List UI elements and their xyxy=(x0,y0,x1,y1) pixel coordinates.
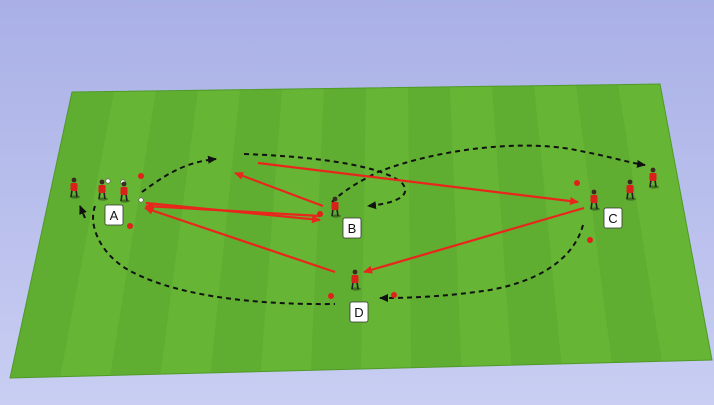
station-label-a: A xyxy=(104,204,124,226)
player-figure-icon xyxy=(98,179,108,201)
cone-marker-icon xyxy=(138,173,144,179)
pitch-stripe xyxy=(408,86,462,368)
pitch-edge xyxy=(9,83,713,379)
station-b-label: B xyxy=(348,221,357,236)
station-a-label: A xyxy=(110,208,119,223)
pass-arrow-d-to-a xyxy=(144,206,336,274)
ball-icon xyxy=(138,197,144,203)
label-box xyxy=(603,207,623,229)
player-figure-icon xyxy=(331,196,341,218)
station-label-b: B xyxy=(342,217,362,239)
pitch-stripe xyxy=(110,90,198,376)
pitch-stripe xyxy=(310,88,366,371)
pass-arrow-b-to-a xyxy=(145,202,321,218)
player-figure-icon xyxy=(70,177,80,199)
cone-marker-icon xyxy=(127,223,133,229)
cone-marker-icon xyxy=(317,211,323,217)
label-box xyxy=(349,301,369,323)
pitch-stripe xyxy=(10,91,114,378)
cone-marker-icon xyxy=(328,293,334,299)
ball-icon xyxy=(105,178,111,184)
pass-arrow-c-to-d xyxy=(363,206,585,274)
run-path-c-to-d xyxy=(379,224,584,302)
pass-arrow-top-to-c xyxy=(257,161,579,206)
players xyxy=(70,167,659,291)
player-figure-icon xyxy=(351,269,361,291)
player-figure-icon xyxy=(120,181,130,203)
player-figure-icon xyxy=(649,167,659,189)
cone-marker-icon xyxy=(587,237,593,243)
run-path-a-to-d xyxy=(92,205,336,306)
station-d-label: D xyxy=(354,305,363,320)
pass-arrows xyxy=(144,161,585,274)
player-figure-icon xyxy=(590,189,600,211)
station-label-d: D xyxy=(349,301,369,323)
cone-marker-icon xyxy=(391,292,397,298)
station-c-label: C xyxy=(608,211,617,226)
label-box xyxy=(104,204,124,226)
cone-marker-icon xyxy=(574,180,580,186)
label-box xyxy=(342,217,362,239)
run-path-a-start xyxy=(79,205,87,219)
run-path-top-loop xyxy=(243,153,407,210)
player-figure-icon xyxy=(626,179,636,201)
station-label-c: C xyxy=(603,207,623,229)
run-path-a-top xyxy=(141,155,217,193)
pass-arrow-b-to-top xyxy=(234,171,324,208)
cones xyxy=(127,173,593,299)
run-path-b-to-c-arc xyxy=(331,144,646,203)
run-paths xyxy=(79,144,646,306)
